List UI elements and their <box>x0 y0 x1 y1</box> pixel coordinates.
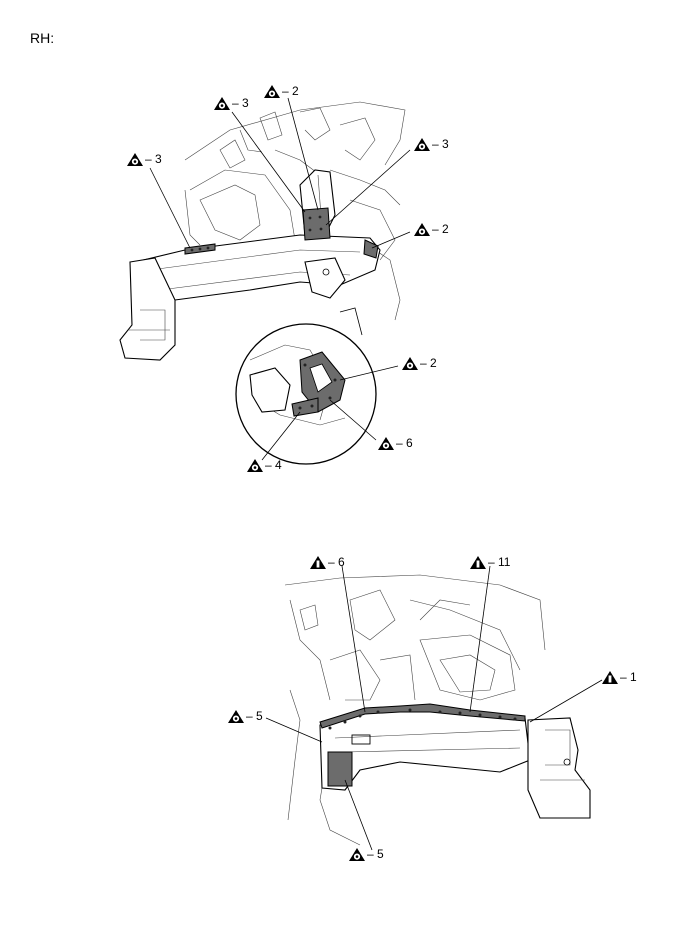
svg-text:–: – <box>265 458 272 472</box>
weld-type-icon <box>310 556 326 569</box>
spot-weld-icon <box>414 138 430 151</box>
callout-u6: – 2 <box>402 356 437 370</box>
spot-weld-icon <box>228 710 244 723</box>
callout-u7: – 6 <box>378 436 413 450</box>
svg-text:3: 3 <box>242 96 249 110</box>
svg-text:–: – <box>367 847 374 861</box>
svg-text:6: 6 <box>406 436 413 450</box>
svg-text:–: – <box>420 356 427 370</box>
svg-text:2: 2 <box>430 356 437 370</box>
spot-weld-icon <box>247 459 263 472</box>
spot-weld-icon <box>127 153 143 166</box>
spot-weld-icon <box>349 848 365 861</box>
svg-text:6: 6 <box>338 555 345 569</box>
svg-text:3: 3 <box>155 152 162 166</box>
svg-text:–: – <box>328 555 335 569</box>
callout-u4: – 3 <box>414 137 449 151</box>
svg-text:–: – <box>246 709 253 723</box>
svg-text:3: 3 <box>442 137 449 151</box>
lower-leader-lines <box>265 565 603 851</box>
lower-body-panel-illustration <box>284 574 591 846</box>
spot-weld-icon <box>414 223 430 236</box>
weld-type-icon <box>470 556 486 569</box>
callout-u3: – 3 <box>214 96 249 110</box>
svg-text:1: 1 <box>630 670 637 684</box>
svg-text:4: 4 <box>275 458 282 472</box>
svg-text:–: – <box>432 222 439 236</box>
detail-view-circle <box>235 323 377 465</box>
spot-weld-icon <box>264 85 280 98</box>
callout-l3: – 1 <box>602 670 637 684</box>
svg-text:5: 5 <box>377 847 384 861</box>
callout-u2: – 2 <box>264 84 299 98</box>
spot-weld-icon <box>214 97 230 110</box>
callout-u8: – 4 <box>247 458 282 472</box>
spot-weld-icon <box>402 357 418 370</box>
upper-leader-lines <box>149 97 411 461</box>
svg-text:–: – <box>620 670 627 684</box>
svg-text:2: 2 <box>292 84 299 98</box>
svg-text:–: – <box>232 96 239 110</box>
callout-l5: – 5 <box>349 847 384 861</box>
svg-text:–: – <box>396 436 403 450</box>
view-label: RH: <box>30 30 54 46</box>
svg-text:–: – <box>432 137 439 151</box>
callout-l2: – 11 <box>470 555 511 569</box>
callout-u5: – 2 <box>414 222 449 236</box>
svg-text:5: 5 <box>256 709 263 723</box>
weld-type-icon <box>602 671 618 684</box>
svg-text:11: 11 <box>498 555 511 569</box>
svg-text:–: – <box>145 152 152 166</box>
svg-text:–: – <box>282 84 289 98</box>
svg-text:–: – <box>488 555 495 569</box>
spot-weld-icon <box>378 437 394 450</box>
upper-body-panel-illustration <box>119 101 406 361</box>
callout-l4: – 5 <box>228 709 263 723</box>
callout-u1: – 3 <box>127 152 162 166</box>
svg-text:2: 2 <box>442 222 449 236</box>
callout-l1: – 6 <box>310 555 345 569</box>
